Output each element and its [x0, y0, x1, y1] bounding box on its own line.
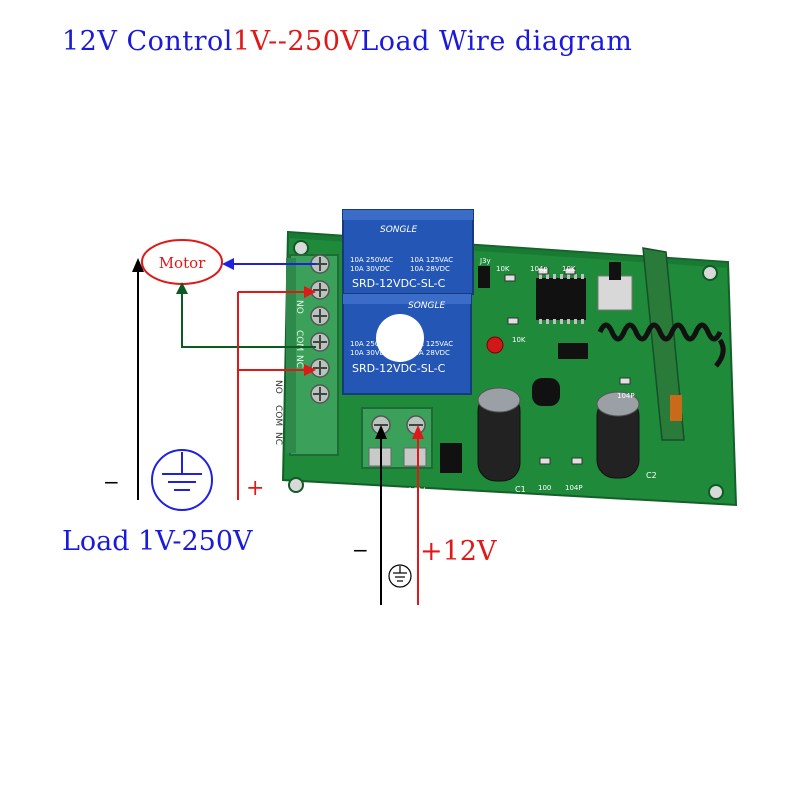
supply-12v-label: +12V	[420, 536, 497, 567]
svg-text:+12V: +12V	[400, 487, 426, 497]
arrow-head	[176, 282, 188, 294]
push-button	[597, 262, 633, 311]
load-ground-icon	[151, 449, 213, 511]
svg-text:C1: C1	[515, 485, 526, 494]
svg-text:104p: 104p	[530, 265, 548, 273]
inductor	[670, 395, 682, 421]
svg-text:10A 250VAC: 10A 250VAC	[350, 340, 393, 348]
svg-text:104P: 104P	[565, 484, 583, 492]
terminal-labels: NO COM NC NO COM NC	[273, 300, 304, 445]
transistor	[532, 378, 560, 406]
svg-text:10A 30VDC: 10A 30VDC	[350, 349, 390, 357]
title-part-voltage: 1V--250V	[232, 26, 361, 57]
load-plus-label: +	[246, 476, 265, 501]
decoder-ic	[536, 274, 586, 324]
title-part-wire-diagram: Load Wire diagram	[360, 26, 633, 57]
mounting-hole	[288, 477, 304, 493]
pcb-silkscreen: J3y 10K 104p 10K 10K 100 104P 104P	[479, 257, 635, 492]
svg-text:10A 125VAC: 10A 125VAC	[410, 340, 453, 348]
rf-receiver-module	[642, 247, 685, 441]
terminal-label-no-2: NO	[273, 380, 283, 394]
diagram-title: 12V Control1V--250VLoad Wire diagram	[62, 26, 632, 57]
green-wire	[181, 290, 316, 348]
svg-text:10A 125VAC: 10A 125VAC	[410, 256, 453, 264]
svg-text:-: -	[378, 487, 381, 497]
relay-label-sticker	[376, 314, 424, 362]
smd-components	[504, 267, 631, 465]
terminal-label-com-1: COM	[294, 330, 304, 351]
svg-text:10K: 10K	[512, 336, 526, 344]
motor-label: Motor	[159, 254, 206, 272]
arrow-head	[375, 425, 387, 439]
load-voltage-label: Load 1V-250V	[62, 526, 253, 557]
arrow-head	[222, 258, 234, 270]
mounting-hole	[702, 265, 718, 281]
terminal-label-nc-2: NC	[273, 432, 283, 445]
relay-2-model: SRD-12VDC-SL-C	[352, 362, 446, 375]
arrow-head	[412, 425, 424, 439]
capacitor-c1: C1	[477, 387, 526, 494]
terminal-label-no-1: NO	[294, 300, 304, 314]
terminal-label-nc-1: NC	[294, 355, 304, 368]
voltage-regulator	[440, 443, 462, 473]
motor: Motor	[141, 239, 223, 285]
arrow-head	[304, 364, 316, 376]
supply-ground-icon	[388, 564, 412, 588]
relay-2: SONGLE 10A 250VAC 10A 30VDC 10A 125VAC 1…	[342, 293, 472, 395]
load-terminal-block	[286, 254, 339, 456]
jumper-header	[558, 343, 588, 359]
svg-text:10K: 10K	[496, 265, 510, 273]
svg-text:10A 250VAC: 10A 250VAC	[350, 256, 393, 264]
arrow-head	[304, 286, 316, 298]
load-minus-label: −	[103, 470, 120, 494]
relay-1-brand: SONGLE	[380, 225, 418, 235]
status-led	[486, 336, 504, 354]
svg-text:C2: C2	[646, 471, 657, 480]
capacitor-c2: C2	[596, 391, 657, 480]
supply-minus-label: −	[352, 538, 369, 562]
svg-text:10A 28VDC: 10A 28VDC	[410, 265, 450, 273]
relay-1: SONGLE 10A 250VAC 10A 30VDC 10A 125VAC 1…	[342, 209, 474, 295]
svg-text:100: 100	[538, 484, 551, 492]
svg-text:10K: 10K	[562, 265, 576, 273]
jumper	[478, 266, 490, 288]
mounting-hole	[293, 240, 309, 256]
relay-2-brand: SONGLE	[408, 301, 446, 311]
svg-text:J3y: J3y	[479, 257, 491, 265]
svg-text:10A 30VDC: 10A 30VDC	[350, 265, 390, 273]
coil-antenna	[597, 322, 726, 368]
terminal-label-com-2: COM	[273, 405, 283, 426]
svg-text:104P: 104P	[617, 392, 635, 400]
svg-text:10A 28VDC: 10A 28VDC	[410, 349, 450, 357]
arrow-head	[132, 258, 144, 272]
relay-1-model: SRD-12VDC-SL-C	[352, 277, 446, 290]
mounting-hole	[708, 484, 724, 500]
title-part-control: 12V Control	[62, 26, 233, 57]
